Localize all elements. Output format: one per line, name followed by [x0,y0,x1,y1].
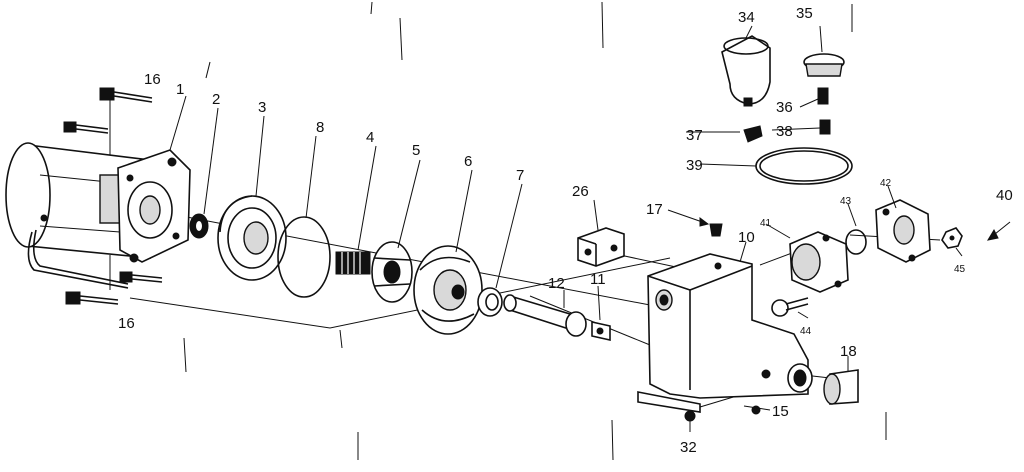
part-2-seal [189,213,209,239]
label-part-32: 32 [680,439,697,456]
label-part-5: 5 [412,142,420,159]
part-16-bolts [63,87,163,305]
part-36-fitting [817,87,829,105]
label-part-2: 2 [212,91,220,108]
part-18-pipe [823,369,859,405]
label-part-8: 8 [316,119,324,136]
part-35-cap [803,53,845,77]
part-4-spring [335,251,371,275]
part-41-flange [789,231,849,293]
label-leaders [169,25,1011,432]
part-42-flange [875,199,931,263]
label-part-12: 12 [548,275,565,292]
part-8-o-ring [277,216,331,298]
label-part-38: 38 [776,123,793,140]
part-45-nut [941,227,963,249]
label-part-39: 39 [686,157,703,174]
part-37-elbow [743,125,763,143]
part-10-pump-body [637,253,813,413]
label-part-16-bottom: 16 [118,315,135,332]
label-part-6: 6 [464,153,472,170]
label-part-16-top: 16 [144,71,161,88]
part-number-labels: 1 2 3 4 5 6 7 8 10 11 12 15 16 16 17 18 … [118,5,1013,456]
part-7-wear-ring [477,287,503,317]
label-part-41: 41 [760,218,772,229]
label-part-1: 1 [176,81,184,98]
label-part-7: 7 [516,167,524,184]
label-part-37: 37 [686,127,703,144]
part-12-venturi [503,294,587,337]
label-part-18: 18 [840,343,857,360]
label-part-45: 45 [954,264,966,275]
part-34-cup [721,35,771,107]
label-part-40: 40 [996,187,1013,204]
label-part-42: 42 [880,178,892,189]
part-39-gasket [755,147,853,185]
part-17-plug [709,223,723,237]
part-38-nipple [819,119,831,135]
label-part-36: 36 [776,99,793,116]
label-part-26: 26 [572,183,589,200]
label-part-44: 44 [800,326,812,337]
label-part-3: 3 [258,99,266,116]
label-part-15: 15 [772,403,789,420]
scan-marks [183,1,887,461]
part-26-block [577,227,625,267]
part-44-bolt [771,297,809,317]
label-part-17: 17 [646,201,663,218]
label-part-43: 43 [840,196,852,207]
part-5-diffuser [371,241,413,303]
part-3-seal-plate [217,195,287,281]
part-32-plug [684,410,696,422]
part-11-nozzle [591,321,611,341]
part-43-gasket [845,229,867,255]
label-part-10: 10 [738,229,755,246]
label-part-11: 11 [590,271,606,288]
part-1-bracket [117,149,191,263]
label-part-34: 34 [738,9,755,26]
part-6-impeller [413,245,483,335]
label-part-35: 35 [796,5,813,22]
label-part-4: 4 [366,129,374,146]
